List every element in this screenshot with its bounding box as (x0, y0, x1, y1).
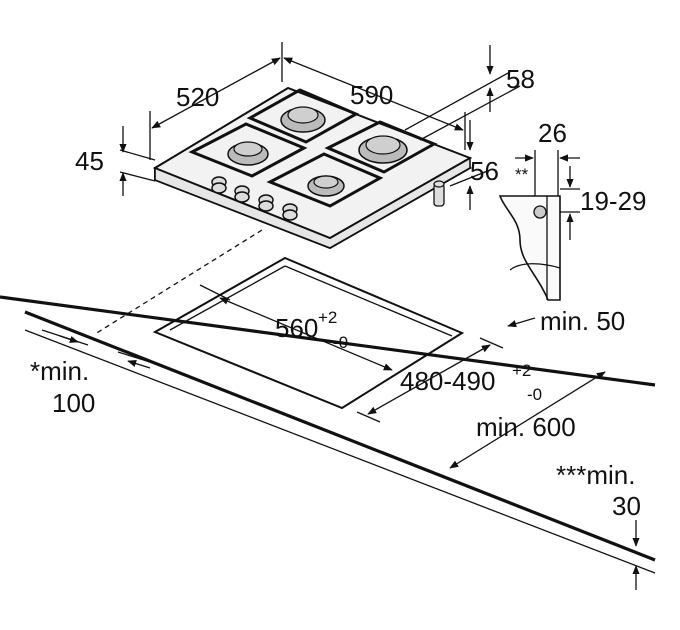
control-knobs (211, 176, 298, 221)
label-cutout-width-tol-plus: +2 (318, 308, 337, 327)
label-cutout-width-tol-minus: -0 (333, 333, 348, 352)
label-front-min: *min. (30, 356, 89, 386)
burner-icon-right (358, 135, 408, 164)
label-min-back: min. 50 (540, 306, 625, 336)
burner-icon-back-left (280, 106, 326, 133)
label-thickness-min-value: 30 (612, 491, 641, 521)
label-bracket-width: 26 (538, 118, 567, 148)
label-top-clearance: 58 (506, 64, 535, 94)
dimension-lines (41, 42, 640, 590)
hob (152, 86, 473, 250)
label-double-star: ** (515, 165, 529, 184)
label-front-min-value: 100 (52, 388, 95, 418)
label-cutout-depth: 480-490 (400, 366, 495, 396)
label-width: 590 (350, 80, 393, 110)
label-cutout-width: 560 (275, 313, 318, 343)
burner-icon-front-left (227, 141, 269, 166)
label-min-counter-depth: min. 600 (476, 412, 576, 442)
label-bracket-height: 19-29 (580, 186, 647, 216)
label-cutout-depth-tol-plus: +2 (512, 361, 531, 380)
gas-connector-icon (433, 180, 445, 207)
label-thickness-min: ***min. (556, 460, 635, 490)
burner-icon-front (307, 175, 345, 197)
label-height: 45 (75, 146, 104, 176)
dimension-labels: 520 590 58 45 56 26 ** 19-29 560 +2 -0 4… (30, 64, 647, 521)
label-depth-side: 56 (470, 156, 499, 186)
label-depth: 520 (176, 82, 219, 112)
bracket-detail (498, 150, 580, 301)
label-cutout-depth-tol-minus: -0 (527, 385, 542, 404)
